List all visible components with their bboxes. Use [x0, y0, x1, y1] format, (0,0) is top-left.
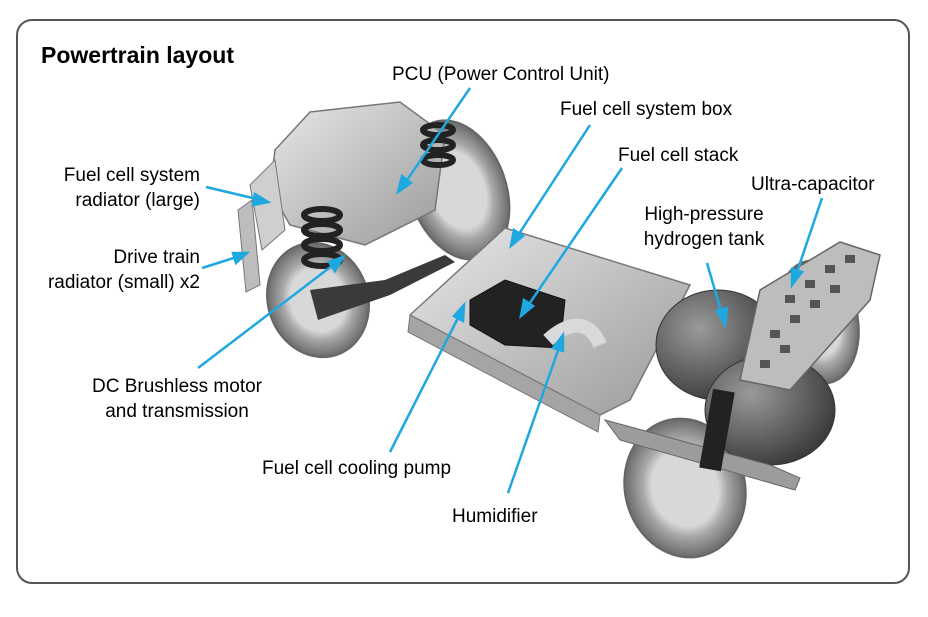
fuel-cell-radiator-shape	[249, 158, 286, 251]
label-fc-radiator: Fuel cell system radiator (large)	[63, 165, 200, 211]
leader-fc-system-box	[513, 124, 592, 241]
diagram-title: Powertrain layout	[41, 42, 234, 68]
front-coil-spring-left	[301, 206, 343, 269]
leader-lines	[197, 87, 824, 494]
leader-motor	[197, 261, 338, 369]
leader-fc-radiator	[205, 185, 262, 202]
label-drive-radiator: Drive train radiator (small) x2	[47, 247, 200, 293]
leader-humidifier	[506, 341, 563, 494]
leader-fc-stack	[523, 167, 624, 311]
ultra-capacitor-shape	[739, 241, 881, 391]
label-humidifier: Humidifier	[452, 506, 538, 527]
label-ultra-capacitor: Ultra-capacitor	[751, 174, 875, 195]
label-hydrogen-tank: High-pressure hydrogen tank	[643, 204, 765, 250]
label-fc-system-box: Fuel cell system box	[560, 99, 733, 120]
label-motor: DC Brushless motor and transmission	[92, 376, 262, 422]
leader-cooling-pump	[388, 311, 463, 453]
drive-train-radiator-shape	[237, 199, 261, 293]
label-fc-stack: Fuel cell stack	[618, 145, 739, 166]
rear-damper	[699, 388, 735, 472]
label-pcu: PCU (Power Control Unit)	[392, 64, 610, 85]
front-module	[269, 101, 446, 246]
label-cooling-pump: Fuel cell cooling pump	[262, 458, 452, 479]
fuel-cell-box-front-face	[407, 314, 601, 433]
front-suspension-arm	[310, 255, 455, 320]
humidifier-shape	[543, 318, 607, 349]
leader-ultra-capacitor	[793, 197, 824, 279]
diagram-frame	[16, 19, 910, 584]
ultra-capacitor-cells	[760, 255, 855, 368]
leader-pcu	[401, 87, 472, 187]
